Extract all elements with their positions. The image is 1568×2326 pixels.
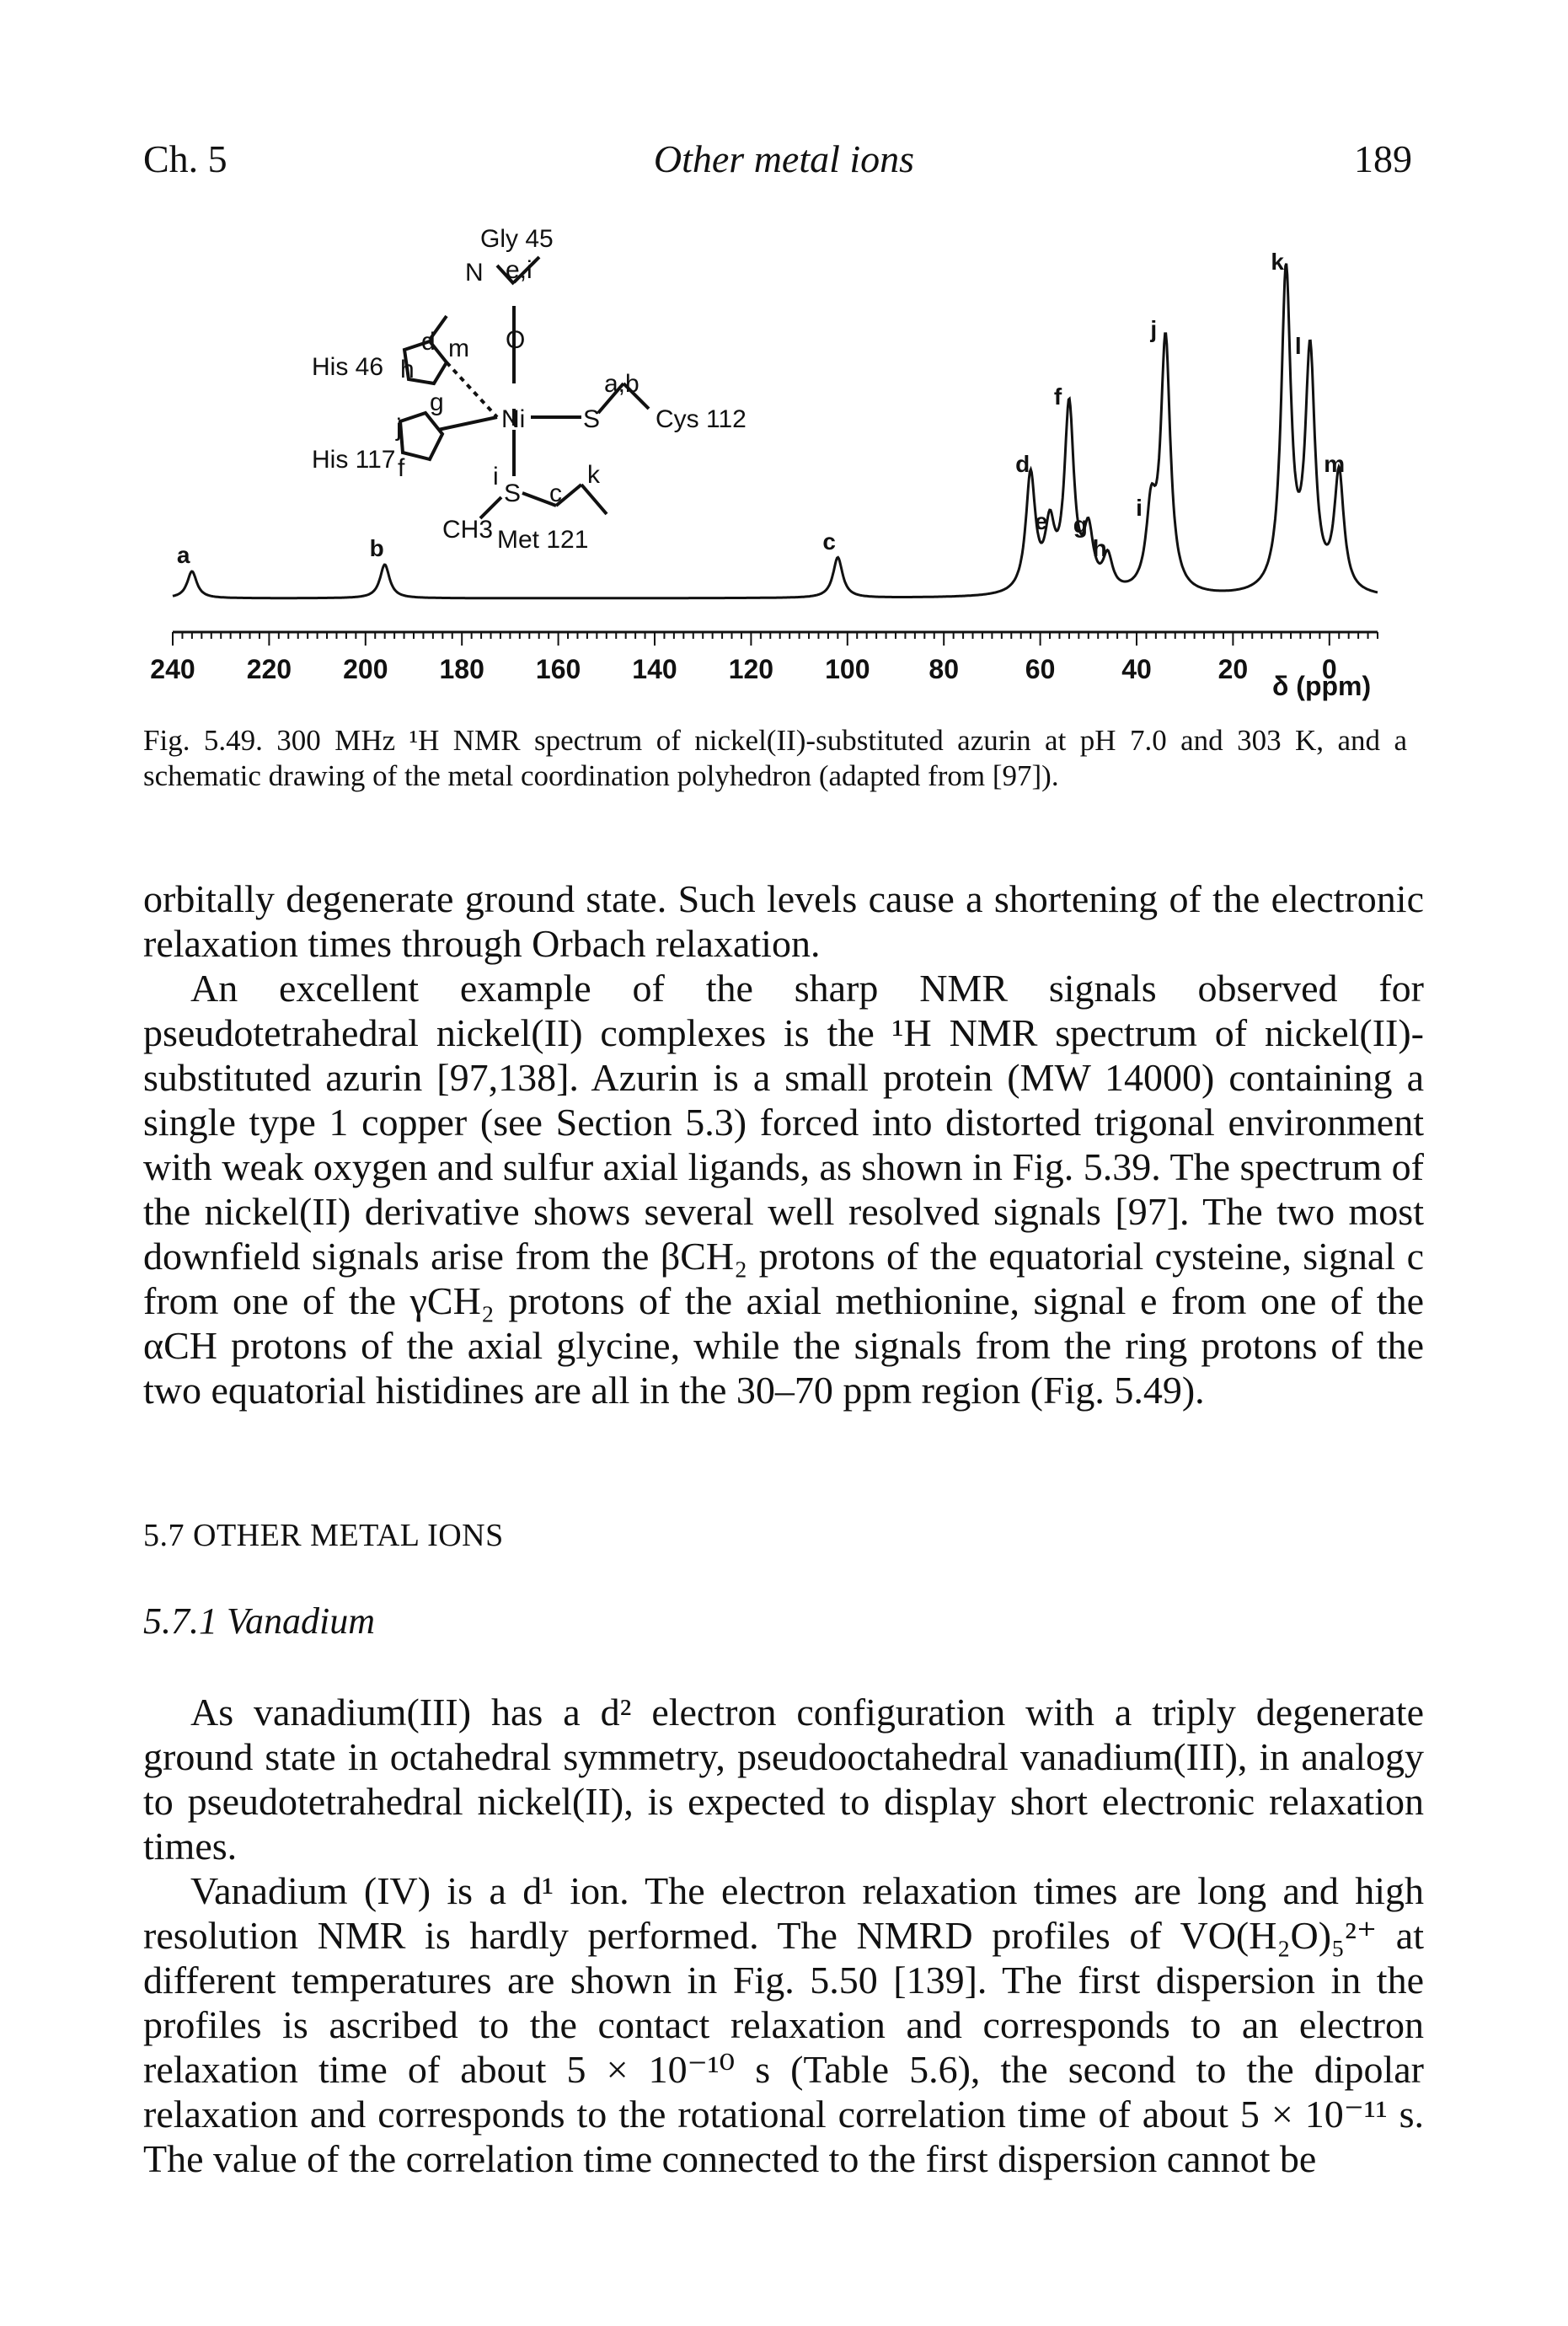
paragraph-4: Vanadium (IV) is a d¹ ion. The electron … xyxy=(143,1869,1424,2180)
peak-label-k: k xyxy=(1271,249,1284,275)
bond-line xyxy=(554,483,583,507)
bond-line xyxy=(428,314,448,341)
bond-line xyxy=(622,382,650,410)
x-tick-label: 220 xyxy=(247,654,292,684)
nmr-figure: Gly 45 N e,i O His 46 His 117 Ni S a,b C… xyxy=(143,215,1407,721)
bond-line xyxy=(597,382,625,415)
s-cys-label: S xyxy=(583,405,600,433)
body-block-2: As vanadium(III) has a d² electron confi… xyxy=(143,1690,1424,2181)
his117-label: His 117 xyxy=(312,446,396,474)
figure-caption: Fig. 5.49. 300 MHz ¹H NMR spectrum of ni… xyxy=(143,724,1407,792)
x-tick-label: 80 xyxy=(928,654,959,684)
k-letter: k xyxy=(587,461,601,489)
x-tick-label: 180 xyxy=(440,654,484,684)
x-tick-label: 60 xyxy=(1025,654,1056,684)
ch3-label: CH3 xyxy=(442,516,493,544)
peak-label-d: d xyxy=(1015,451,1030,477)
x-tick-label: 140 xyxy=(632,654,677,684)
paragraph-2: An excellent example of the sharp NMR si… xyxy=(143,967,1424,1412)
peak-label-i: i xyxy=(1136,495,1143,521)
n-label: N xyxy=(465,259,484,287)
subsection-heading: 5.7.1 Vanadium xyxy=(143,1600,375,1642)
section-heading: 5.7 OTHER METAL IONS xyxy=(143,1518,504,1553)
m-letter: m xyxy=(448,335,469,362)
page-number: 189 xyxy=(1354,137,1412,180)
met-label: Met 121 xyxy=(497,526,588,554)
body-block-1: orbitally degenerate ground state. Such … xyxy=(143,876,1424,1412)
bond-line xyxy=(580,483,608,516)
peak-label-h: h xyxy=(1093,535,1107,561)
his117-ring xyxy=(398,410,445,462)
o-label: O xyxy=(506,326,525,354)
h-letter: h xyxy=(400,356,415,383)
spectrum-line xyxy=(172,263,1378,600)
peak-label-a: a xyxy=(177,542,190,568)
peak-label-c: c xyxy=(822,528,836,555)
x-tick-label: 200 xyxy=(343,654,388,684)
cys-letters: a,b xyxy=(604,370,640,398)
s-met-label: S xyxy=(504,480,521,507)
coordination-schematic xyxy=(398,255,650,520)
gly-letters: e,i xyxy=(506,256,532,284)
coord-bond xyxy=(437,415,498,431)
x-tick-label: 120 xyxy=(729,654,773,684)
peak-label-l: l xyxy=(1295,333,1302,359)
paragraph-3: As vanadium(III) has a d² electron confi… xyxy=(143,1691,1424,1868)
g-letter: g xyxy=(430,389,444,416)
x-tick-label: 160 xyxy=(536,654,581,684)
peak-label-b: b xyxy=(370,535,384,561)
x-tick-label: 40 xyxy=(1121,654,1152,684)
paragraph-1: orbitally degenerate ground state. Such … xyxy=(143,877,1424,965)
d-letter: d xyxy=(421,328,436,356)
x-tick-label: 0 xyxy=(1322,654,1337,684)
nmr-spectrum-svg: Gly 45 N e,i O His 46 His 117 Ni S a,b C… xyxy=(150,225,1378,701)
his46-ring xyxy=(402,339,449,386)
molecule-labels: Gly 45 N e,i O His 46 His 117 Ni S a,b C… xyxy=(312,225,747,554)
running-title: Other metal ions xyxy=(653,137,915,180)
axis-unit-label: δ (ppm) xyxy=(1272,671,1371,701)
f-letter: f xyxy=(398,454,405,482)
coord-bond xyxy=(445,361,499,419)
gly-label: Gly 45 xyxy=(480,225,554,253)
x-tick-label: 240 xyxy=(150,654,195,684)
bond-line xyxy=(495,264,516,286)
bond-line xyxy=(479,496,503,520)
peak-label-f: f xyxy=(1054,383,1062,410)
i-letter: i xyxy=(493,463,499,490)
peak-label-m: m xyxy=(1324,451,1345,477)
his46-label: His 46 xyxy=(312,353,383,381)
x-tick-label: 20 xyxy=(1218,654,1249,684)
bond-line xyxy=(512,255,541,284)
peak-label-e: e xyxy=(1035,508,1048,534)
x-tick-label: 100 xyxy=(825,654,870,684)
bond-line xyxy=(522,491,557,507)
ni-label: Ni xyxy=(501,405,525,433)
peak-label-j: j xyxy=(1149,316,1157,342)
j-letter: j xyxy=(395,414,402,442)
cys-label: Cys 112 xyxy=(656,405,747,433)
chapter-label: Ch. 5 xyxy=(143,137,227,180)
peak-label-g: g xyxy=(1073,512,1088,538)
c-letter: c xyxy=(549,480,562,507)
